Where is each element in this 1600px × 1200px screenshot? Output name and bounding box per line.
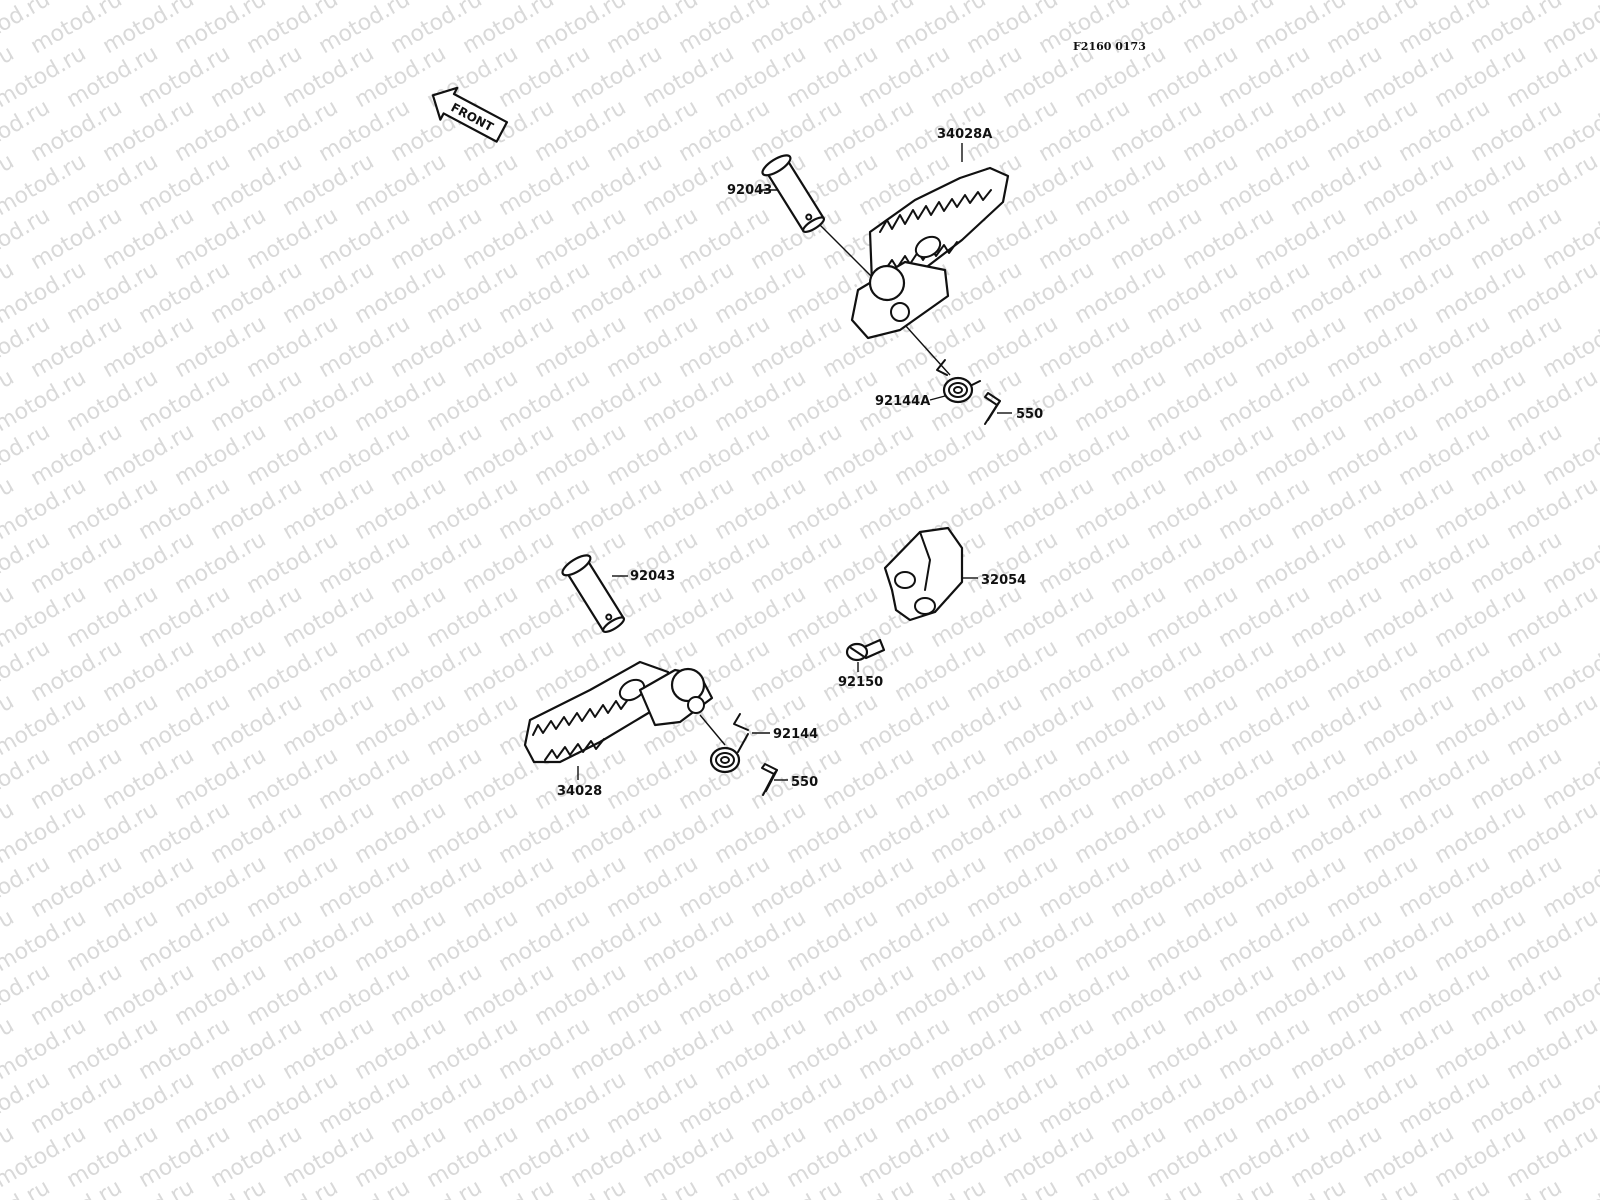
reference-code: F2160 0173 (1073, 40, 1146, 53)
front-arrow-icon: FRONT (431, 86, 509, 143)
assembly-line (699, 714, 726, 746)
label-bracket: 32054 (981, 573, 1026, 588)
footpeg-upper (850, 166, 1010, 340)
cotter-pin-lower (761, 763, 778, 796)
clevis-pin-lower (561, 554, 626, 633)
cotter-pin-upper (984, 392, 1001, 425)
footpeg-lower (523, 660, 714, 764)
label-spring-lower: 92144 (773, 727, 818, 742)
label-spring-upper: 92144A (875, 394, 930, 409)
spring-lower (709, 713, 749, 774)
leader-line (929, 395, 946, 401)
label-pin-lower: 92043 (630, 569, 675, 584)
label-footpeg-lower: 34028 (557, 784, 602, 799)
bracket-bolt (845, 638, 886, 662)
label-footpeg-upper: 34028A (937, 127, 992, 142)
label-bolt: 92150 (838, 675, 883, 690)
mounting-bracket (883, 526, 964, 622)
label-cotter-upper: 550 (1016, 407, 1043, 422)
label-pin-upper: 92043 (727, 183, 772, 198)
label-cotter-lower: 550 (791, 775, 818, 790)
assembly-line (904, 324, 951, 376)
spring-upper (936, 359, 981, 404)
clevis-pin-upper (761, 154, 826, 233)
